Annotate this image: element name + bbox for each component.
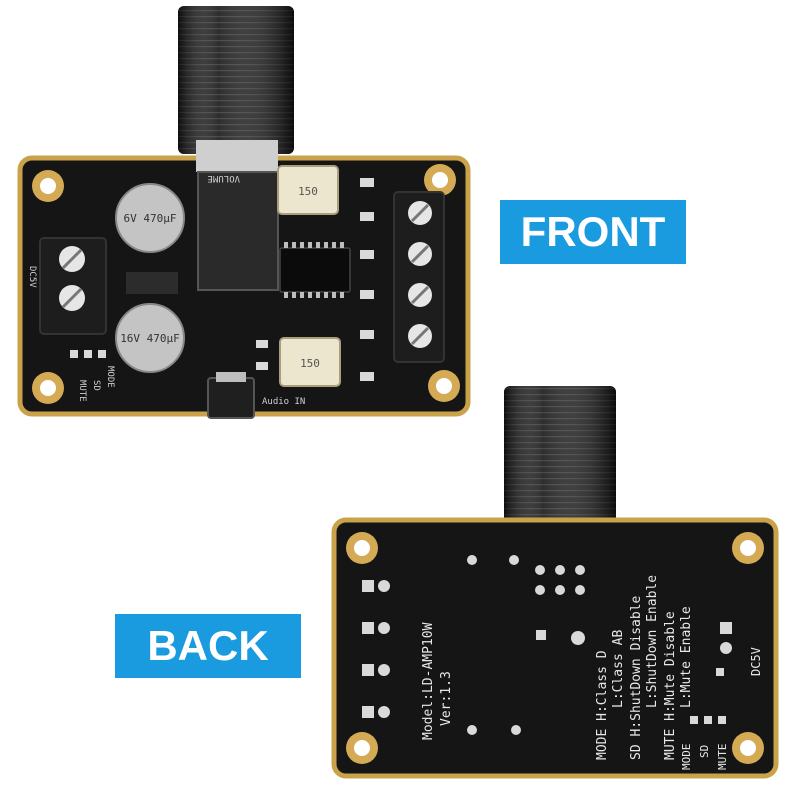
back-label: BACK	[115, 614, 301, 678]
front-mounting-holes	[32, 164, 460, 404]
back-silk-line-3: L:Class AB	[611, 630, 626, 708]
back-silkscreen: Model:LD-AMP10W Ver:1.3 MODE H:Class D L…	[421, 575, 763, 770]
front-capacitor-bottom: 16V 470µF	[115, 303, 185, 373]
front-silk-volume: VOLUME	[207, 173, 240, 183]
back-silk-line-0: Model:LD-AMP10W	[421, 622, 436, 740]
front-volume-knob	[178, 6, 294, 291]
back-pcb	[331, 517, 779, 779]
front-output-terminal	[393, 191, 445, 363]
back-volume-knob	[504, 386, 616, 524]
front-capacitor-top: 6V 470µF	[115, 183, 185, 253]
back-silk-line-2: MODE H:Class D	[595, 650, 610, 760]
back-silk-line-4: SD H:ShutDown Disable	[629, 595, 644, 760]
front-smd-parts	[70, 178, 374, 381]
front-audio-jack	[207, 372, 255, 419]
inductor-bottom-label: 150	[300, 357, 320, 370]
inductor-top-label: 150	[298, 185, 318, 198]
front-inductor-top: 150	[277, 165, 339, 215]
front-label: FRONT	[500, 200, 686, 264]
back-silk-line-1: Ver:1.3	[439, 671, 454, 726]
back-silk-line-6: MUTE H:Mute Disable	[663, 611, 678, 760]
front-board: 6V 470µF 16V 470µF 150 150	[17, 6, 471, 419]
back-silk-line-7: L:Mute Enable	[679, 606, 694, 708]
front-silk-mute: MUTE	[77, 380, 87, 402]
back-mounting-holes	[346, 532, 764, 764]
back-board: Model:LD-AMP10W Ver:1.3 MODE H:Class D L…	[331, 386, 779, 779]
front-input-terminal	[39, 237, 107, 335]
back-silk-mode: MODE	[680, 744, 693, 771]
cap-bottom-label: 16V 470µF	[120, 332, 180, 345]
front-amp-chip	[279, 242, 351, 298]
front-inductor-bottom: 150	[279, 337, 341, 387]
back-solder-pads	[362, 555, 732, 735]
back-silk-mute: MUTE	[716, 744, 729, 771]
back-silk-dc: DC5V	[749, 647, 763, 676]
front-silk-mode: MODE	[105, 366, 115, 388]
front-silk-sd: SD	[91, 380, 101, 391]
back-silk-line-5: L:ShutDown Enable	[645, 575, 660, 708]
front-silk-audio-in: Audio IN	[262, 397, 305, 407]
cap-top-label: 6V 470µF	[124, 212, 177, 225]
back-silk-sd: SD	[698, 745, 711, 758]
front-silk-dc: DC5V	[27, 266, 37, 288]
